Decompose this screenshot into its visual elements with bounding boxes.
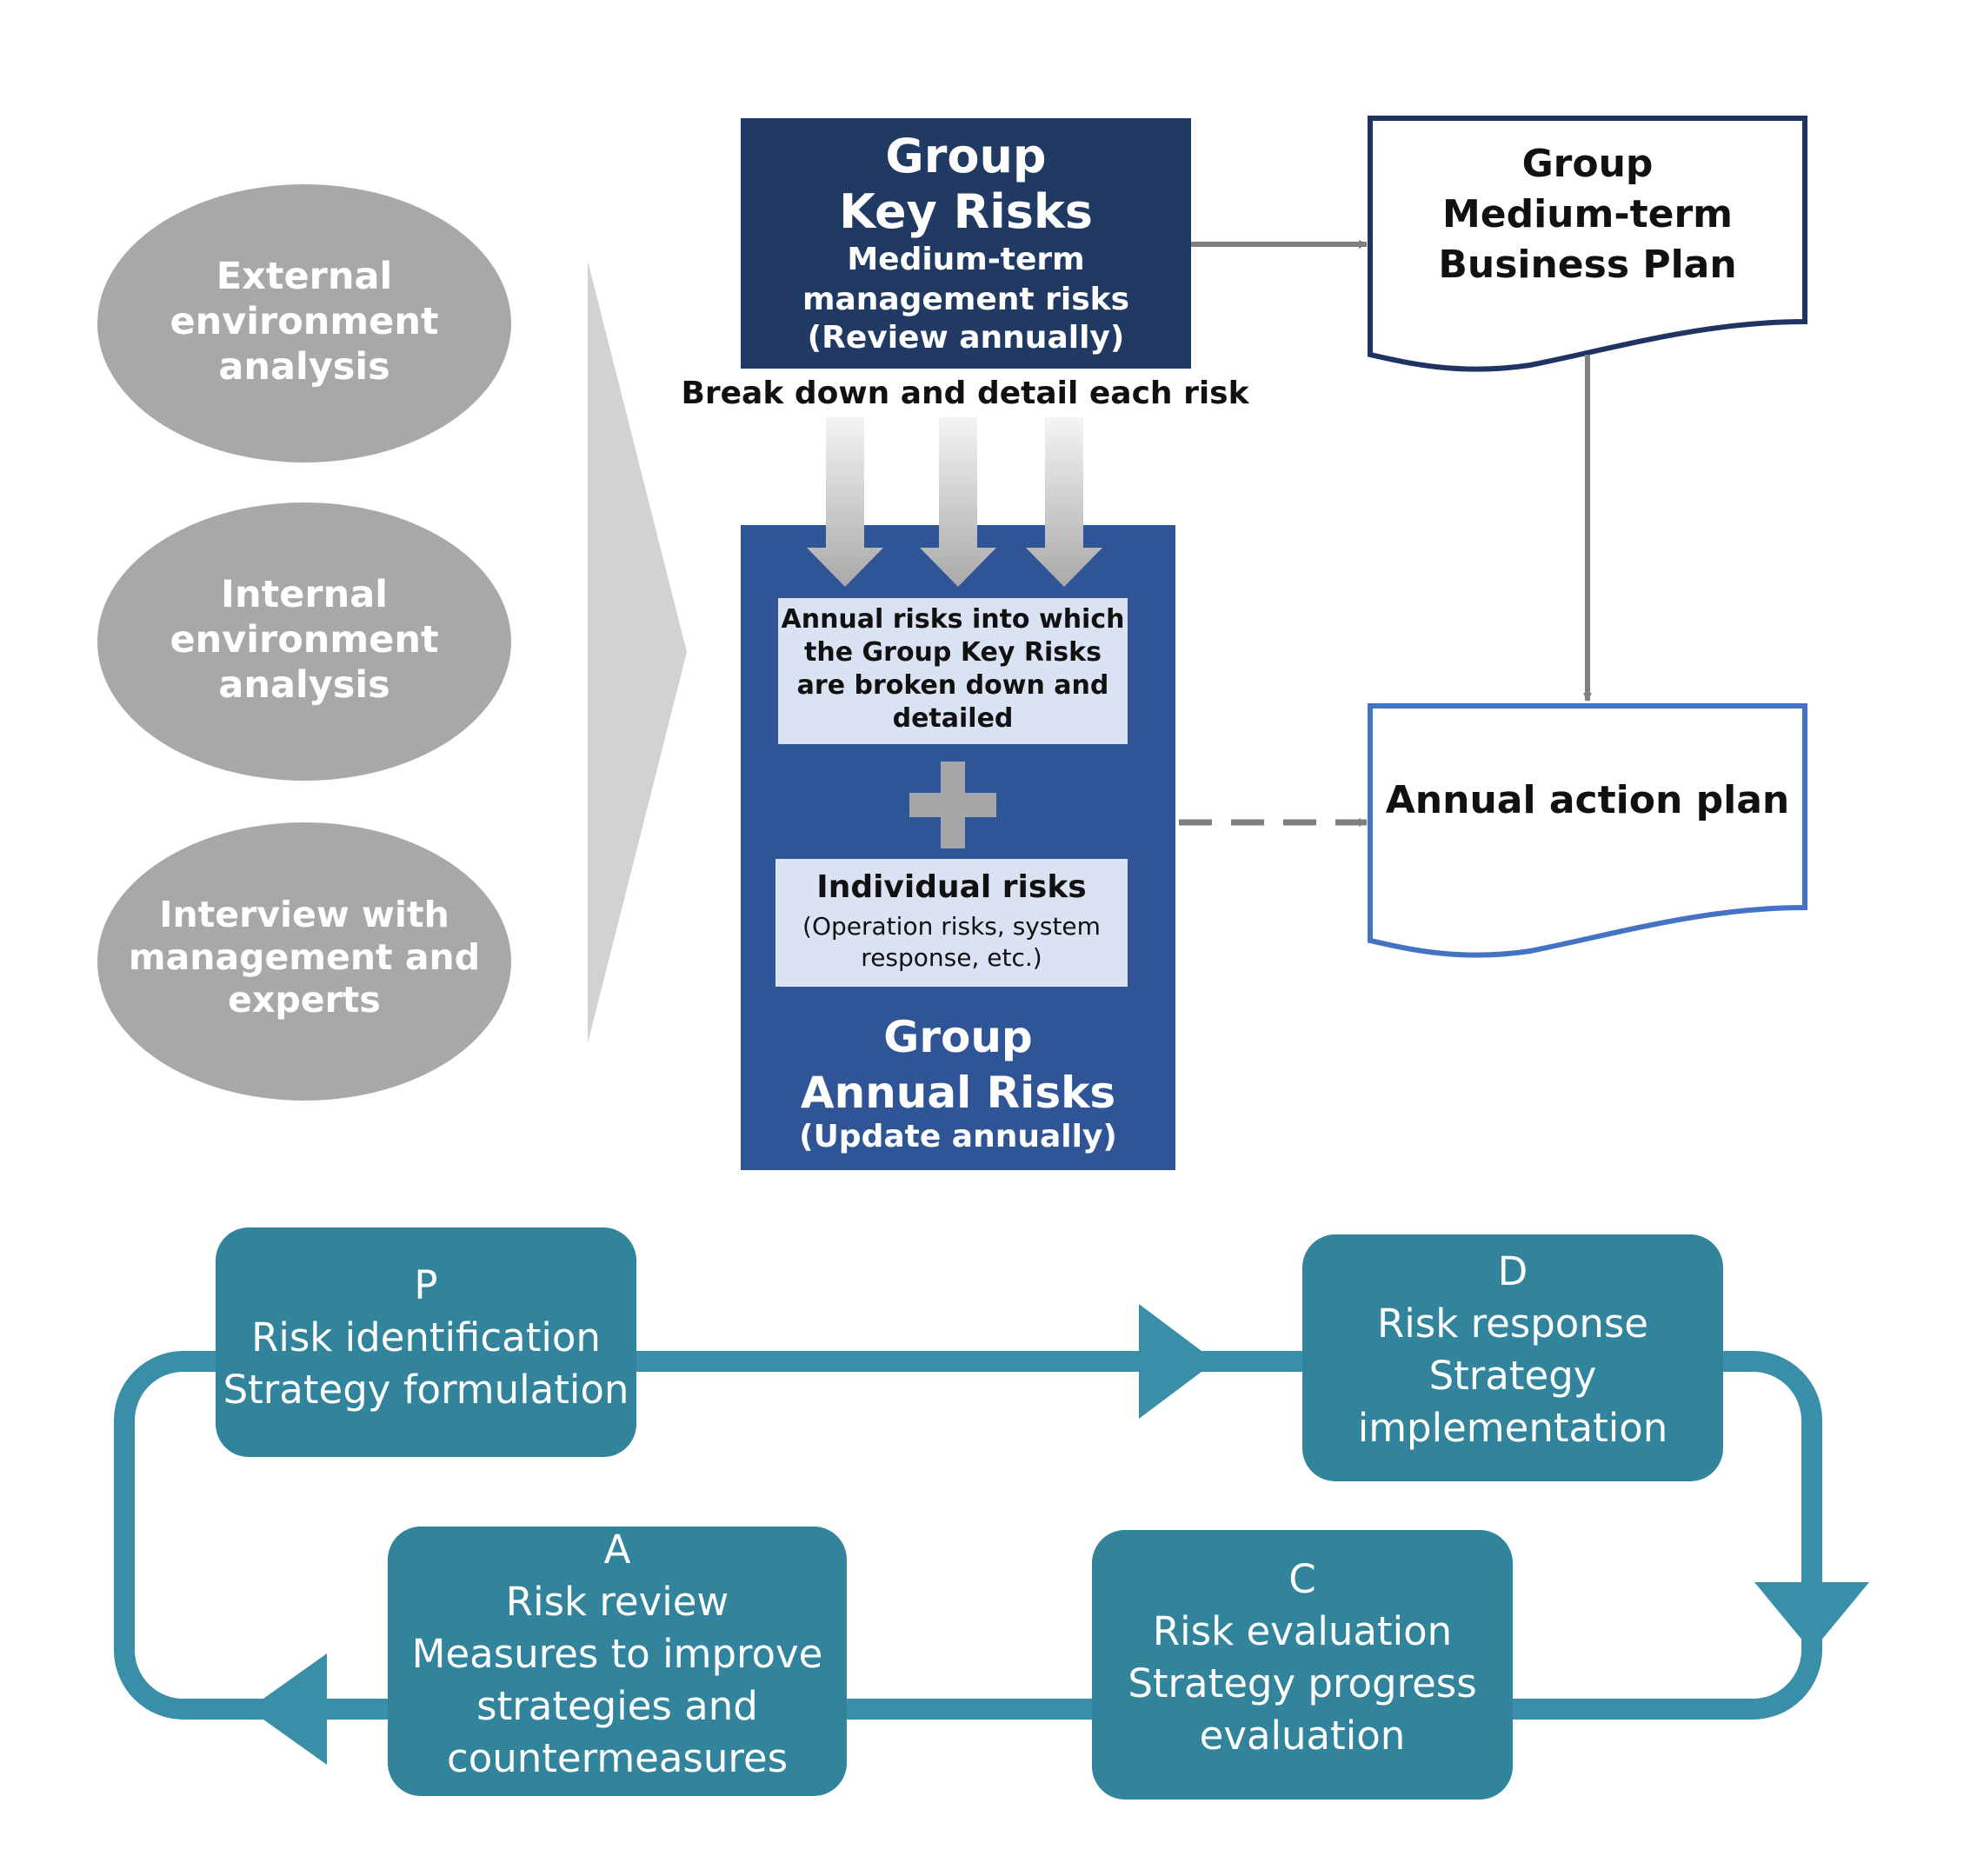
pdca-d-line-2: Strategy [1428,1353,1597,1399]
key-risks-sub-1: Medium-term [847,242,1085,277]
breakdown-arrows [807,417,1102,587]
individual-risks-box [775,859,1128,987]
pdca-p-letter: P [414,1262,438,1308]
annual-risks-title-2: Annual Risks [800,1068,1116,1118]
pdca-a-line-1: Risk review [505,1579,729,1625]
oval-external [97,184,511,462]
merge-chevron [588,261,687,1043]
annual-risks-title-1: Group [883,1012,1033,1062]
pdca-d-letter: D [1497,1248,1528,1294]
action-plan-label: Annual action plan [1385,778,1790,822]
individual-risks-title: Individual risks [816,869,1087,905]
business-plan-line-3: Business Plan [1438,243,1737,287]
key-risks-title-1: Group [885,129,1047,183]
plus-icon [909,762,996,848]
pdca-a-line-2: Measures to improve [411,1631,823,1677]
pdca-a-box [388,1527,847,1796]
pdca-c-line-3: evaluation [1199,1713,1406,1759]
inner-box-line-4: detailed [892,703,1014,734]
key-risks-sub-2: management risks [802,282,1130,317]
inner-box-line-3: are broken down and [796,670,1109,701]
pdca-c-letter: C [1288,1556,1316,1602]
business-plan-line-1: Group [1521,142,1654,186]
pdca-arrow-down [1754,1582,1869,1652]
breakdown-label: Break down and detail each risk [681,376,1249,411]
inner-box-line-2: the Group Key Risks [804,637,1102,668]
oval-interview [97,822,511,1101]
individual-risks-sub-1: (Operation risks, system [802,912,1101,941]
pdca-a-letter: A [603,1527,631,1573]
pdca-p-line-2: Strategy formulation [223,1367,629,1413]
pdca-d-line-1: Risk response [1377,1301,1648,1347]
input-interview-text: Interview with management and experts [128,894,481,1021]
down-arrow-2 [920,417,996,587]
input-internal-text: Internal environment analysis [170,573,439,707]
pdca-c-line-1: Risk evaluation [1152,1608,1453,1654]
business-plan-document [1368,116,1807,372]
pdca-arrow-right [1139,1304,1215,1419]
input-external-text: External environment analysis [170,255,439,389]
pdca-a-line-3: strategies and [476,1683,758,1729]
individual-risks-sub-2: response, etc.) [861,943,1042,972]
key-risks-box [741,118,1191,369]
pdca-loop [114,1351,1822,1720]
pdca-d-line-3: implementation [1357,1405,1668,1451]
pdca-arrow-left [249,1653,327,1765]
key-risks-sub-3: (Review annually) [807,320,1125,356]
pdca-p-box [216,1227,636,1457]
inner-box-line-1: Annual risks into which [781,604,1125,635]
down-arrow-1 [807,417,883,587]
pdca-p-line-1: Risk identification [251,1314,601,1360]
down-arrow-3 [1026,417,1102,587]
pdca-d-box [1302,1234,1723,1481]
pdca-c-line-2: Strategy progress [1128,1660,1477,1706]
annual-risks-title-3: (Update annually) [799,1119,1117,1154]
pdca-c-box [1092,1530,1513,1799]
action-plan-document [1368,703,1807,958]
annual-risks-inner-box [778,598,1128,744]
business-plan-line-2: Medium-term [1441,192,1734,236]
pdca-a-line-4: countermeasures [446,1735,789,1781]
key-risks-title-2: Key Risks [839,184,1093,239]
oval-internal [97,502,511,781]
